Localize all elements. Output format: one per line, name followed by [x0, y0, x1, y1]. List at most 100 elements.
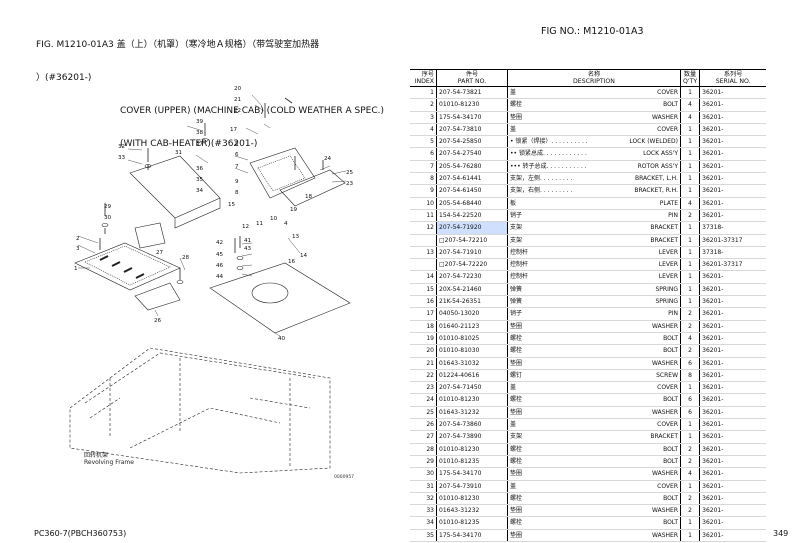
row-serial: 37318-: [699, 221, 767, 235]
frame-label-en: Revolving Frame: [84, 459, 134, 466]
desc-zh: 盖: [510, 421, 517, 429]
callout: 28: [182, 255, 190, 261]
callout: 33: [118, 155, 126, 161]
desc-en: PIN: [668, 310, 678, 318]
row-serial: 36201-: [699, 184, 767, 198]
row-description: 垫圈 WASHER: [507, 406, 681, 420]
row-qty: 6: [680, 357, 701, 370]
callout: 35: [196, 177, 204, 183]
row-serial: 36201-: [699, 307, 767, 321]
row-description: • 锁紧（焊接）. . . . . . . . . .LOCK (WELDED): [507, 135, 681, 149]
desc-zh: 销子: [510, 310, 523, 318]
row-qty: 1: [680, 160, 701, 174]
row-serial: 36201-: [699, 529, 767, 542]
row-qty: 2: [680, 344, 701, 358]
callout: 16: [288, 259, 296, 265]
row-qty: 1: [680, 135, 701, 149]
callout: 31: [175, 150, 183, 156]
desc-en: PIN: [668, 211, 678, 219]
row-index: 26: [410, 418, 437, 432]
desc-en: BRACKET: [650, 224, 678, 232]
callout: 37: [196, 141, 204, 147]
callout: 41: [244, 238, 252, 244]
desc-en: ROTOR ASS'Y: [637, 162, 678, 170]
row-part-no: 207-54-73821: [436, 86, 508, 100]
row-serial: 36201-37317: [699, 234, 767, 247]
callout: 21: [234, 97, 242, 103]
callout: 34: [196, 188, 204, 194]
row-part-no: 01643-31232: [436, 406, 508, 420]
desc-zh: 垫圈: [510, 531, 523, 539]
desc-zh: 销子: [510, 211, 523, 219]
figure-title: FIG. M1210-01A3 盖（上）（机罩）（寒冷地Ａ规格）（带驾驶室加热器…: [36, 18, 384, 161]
desc-en: SCREW: [656, 371, 678, 379]
desc-zh: 垫圈: [510, 408, 523, 416]
row-part-no: 01643-31032: [436, 357, 508, 370]
row-part-no: 207-54-73860: [436, 418, 508, 432]
row-qty: 1: [680, 283, 701, 297]
desc-en: WASHER: [652, 408, 678, 416]
row-serial: 36201-: [699, 369, 767, 383]
row-serial: 36201-: [699, 467, 767, 481]
row-part-no: 01643-31232: [436, 504, 508, 518]
row-part-no: 04050-13020: [436, 307, 508, 321]
drawing-code: 0000957: [334, 475, 355, 480]
row-part-no: 205-54-76280: [436, 160, 508, 174]
callout: 22: [234, 108, 241, 114]
title-line-1: FIG. M1210-01A3 盖（上）（机罩）（寒冷地Ａ规格）（带驾驶室加热器: [36, 40, 320, 50]
row-index: 15: [410, 283, 437, 297]
row-part-no: 207-54-61441: [436, 172, 508, 186]
footer-page-number: 349: [773, 529, 789, 538]
row-index: 32: [410, 492, 437, 506]
row-index: [410, 258, 437, 272]
callout: 6: [235, 152, 239, 158]
row-serial: 36201-: [699, 344, 767, 358]
desc-zh: 支架: [510, 433, 523, 441]
row-index: 31: [410, 480, 437, 493]
row-serial: 36201-: [699, 406, 767, 420]
row-part-no: 207-54-73810: [436, 123, 508, 137]
row-serial: 36201-: [699, 430, 767, 444]
callout: 14: [300, 253, 308, 259]
desc-zh: 控制杆: [510, 273, 529, 281]
desc-en: WASHER: [652, 470, 678, 478]
row-index: 2: [410, 98, 437, 112]
row-index: 35: [410, 529, 437, 542]
desc-en: LOCK ASS'Y: [643, 150, 678, 158]
desc-zh: 螺栓: [510, 457, 523, 465]
row-part-no: 01010-81235: [436, 516, 508, 530]
row-serial: 36201-: [699, 147, 767, 161]
desc-en: BOLT: [663, 334, 678, 342]
callout: 11: [256, 221, 264, 227]
row-serial: 36201-: [699, 86, 767, 100]
callout: 15: [228, 202, 236, 208]
desc-en: COVER: [657, 482, 678, 490]
desc-zh: 支架，右侧. . . . . . . . .: [510, 187, 573, 195]
row-qty: 2: [680, 320, 701, 333]
row-part-no: □207-54-72220: [436, 258, 508, 272]
desc-zh: 螺栓: [510, 519, 523, 527]
desc-en: BOLT: [663, 445, 678, 453]
row-qty: 2: [680, 443, 701, 456]
callout: 17: [230, 127, 238, 133]
row-serial: 36201-: [699, 123, 767, 137]
